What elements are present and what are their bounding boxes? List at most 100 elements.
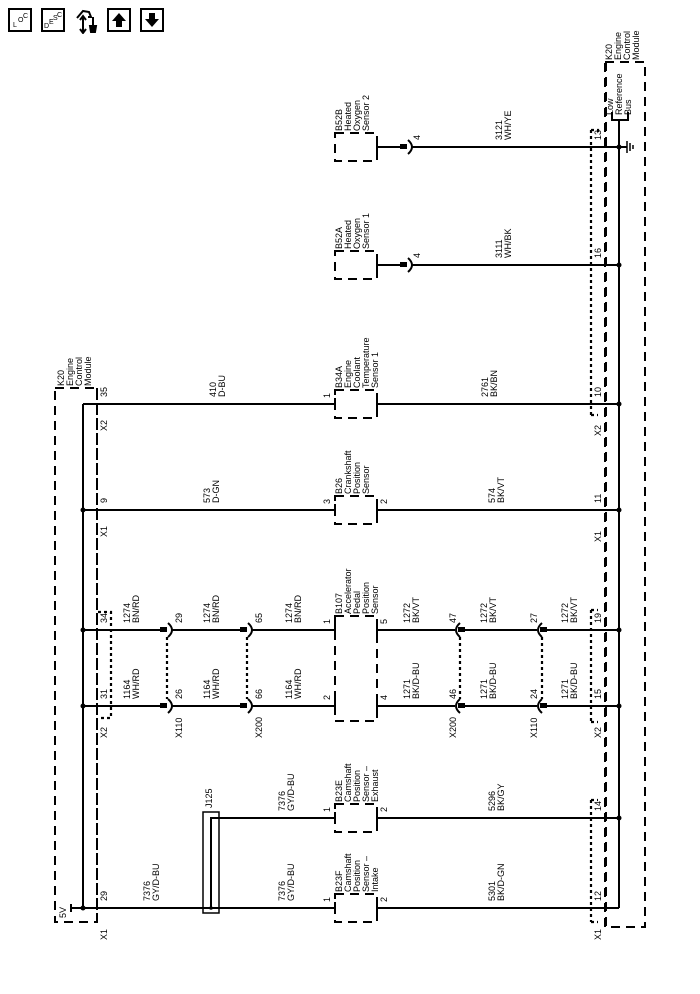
b34a-label-5: Sensor 1 — [370, 352, 380, 388]
wire-color: WH/RD — [293, 668, 303, 699]
b23e-label-4: Sensor – — [361, 766, 371, 802]
b107-label-3: Pedal — [352, 591, 362, 614]
b52a-label-3: Oxygen — [352, 218, 362, 249]
toolbar: L O C D E S C — [8, 6, 164, 34]
arrow-up-icon — [112, 13, 126, 27]
component-b52a[interactable]: B52A Heated Oxygen Sensor 1 — [334, 213, 378, 280]
loc-icon: L O C — [13, 13, 28, 29]
splice-j125[interactable]: J125 — [202, 788, 220, 914]
component-b34a[interactable]: B34A Engine Coolant Temperature Sensor 1 — [334, 337, 380, 419]
circuit-number: 1272 — [402, 603, 412, 623]
ecm-pin-label: 14 — [593, 801, 603, 811]
location-button[interactable]: L O C — [8, 8, 32, 32]
circuit-1272[interactable]: 5 1272 BK/VT 47 1272 BK/VT 27 1272 BK/VT… — [376, 596, 622, 638]
arrow-down-button[interactable] — [140, 8, 164, 32]
ecm-pin-label: 10 — [593, 387, 603, 397]
ecm-pin-label: 13 — [593, 130, 603, 140]
wire-color: WH/RD — [211, 668, 221, 699]
circuit-number: 7376 — [142, 881, 152, 901]
circuit-3121[interactable]: 4 3121 WH/YE 13 — [376, 110, 622, 155]
left-ecm-label-1: K20 — [56, 370, 66, 386]
supply-5v-label: 5V — [58, 907, 68, 918]
b52b-label-4: Sensor 2 — [361, 95, 371, 131]
wire-color: BK/VT — [496, 476, 506, 503]
circuit-1271[interactable]: 4 1271 BK/D-BU 46 1271 BK/D-BU 24 1271 B… — [376, 662, 622, 738]
component-b23f[interactable]: B23F Camshaft Position Sensor – Intake — [334, 853, 380, 923]
b34a-label-3: Coolant — [352, 356, 362, 388]
circuit-3111[interactable]: 4 3111 WH/BK 16 — [376, 228, 622, 273]
circuit-410[interactable]: 35 X2 410 D-BU 1 — [83, 375, 336, 431]
circuit-7376[interactable]: 29 X1 7376 GY/D-BU 7376 GY/D-BU 7376 GY/… — [80, 773, 336, 940]
left-ecm-label-3: Control — [74, 357, 84, 386]
component-b23e[interactable]: B23E Camshaft Position Sensor – Exhaust — [334, 763, 380, 833]
circuit-5301[interactable]: 2 5301 BK/D-GN 12 X1 — [376, 863, 619, 940]
description-button[interactable]: D E S C — [41, 8, 65, 32]
x110-pin-label: 27 — [529, 613, 539, 623]
b23e-label-5: Exhaust — [370, 769, 380, 802]
wire-color: GY/D-BU — [286, 773, 296, 811]
wire-color: BK/D-BU — [569, 662, 579, 699]
b52b-label-1: B52B — [334, 109, 344, 131]
ecm-connector-label: X2 — [593, 727, 603, 738]
svg-text:S: S — [53, 15, 58, 22]
x200-pin-label: 47 — [448, 613, 458, 623]
circuit-number: 7376 — [277, 791, 287, 811]
wire-color: D-GN — [211, 480, 221, 503]
circuit-5296[interactable]: 2 5296 BK/GY 14 — [376, 783, 622, 824]
right-ecm-module: K20 Engine Control Module Low Reference … — [604, 30, 646, 928]
circuit-number: 1164 — [284, 680, 294, 699]
component-b52b[interactable]: B52B Heated Oxygen Sensor 2 — [334, 95, 378, 162]
circuit-573[interactable]: 9 X1 573 D-GN 3 — [80, 480, 336, 537]
circuit-574[interactable]: 2 574 BK/VT 11 X1 — [376, 476, 622, 542]
ecm-connector-label: X1 — [99, 526, 109, 537]
x200-pin-label: 66 — [254, 689, 264, 699]
ecm-pin-label: 9 — [99, 498, 109, 503]
arrow-down-icon — [145, 13, 159, 27]
b23f-label-5: Intake — [370, 867, 380, 892]
circuit-number: 1164 — [202, 680, 212, 699]
ecm-connector-label: X2 — [99, 727, 109, 738]
b26-label-2: Crankshaft — [343, 450, 353, 494]
circuit-number: 1274 — [284, 603, 294, 623]
circuit-number: 2761 — [480, 377, 490, 397]
circuit-number: 1271 — [402, 679, 412, 699]
component-b107[interactable]: B107 Accelerator Pedal Position Sensor — [334, 568, 380, 722]
wire-color: BN/RD — [211, 594, 221, 623]
ecm-pin-label: 31 — [99, 689, 109, 699]
pin-label: 2 — [379, 807, 389, 812]
circuit-number: 1274 — [122, 603, 132, 623]
pin-label: 2 — [379, 897, 389, 902]
circuit-number: 1271 — [479, 679, 489, 699]
ecm-connector-label: X1 — [593, 929, 603, 940]
x200-pin-label: 65 — [254, 613, 264, 623]
circuit-2761[interactable]: 2761 BK/BN 10 X2 — [376, 370, 622, 436]
pin-label: 1 — [322, 393, 332, 398]
left-ecm-outline — [54, 387, 98, 923]
bus-label-2: Reference — [614, 73, 624, 115]
wire-color: WH/RD — [131, 668, 141, 699]
ecm-connector-label: X2 — [99, 420, 109, 431]
component-b26[interactable]: B26 Crankshaft Position Sensor — [334, 450, 378, 525]
circuit-1164[interactable]: 31 X2 1164 WH/RD 26 1164 WH/RD 66 1164 W… — [80, 668, 336, 738]
connector-help-button[interactable] — [74, 8, 98, 34]
b107-label-1: B107 — [334, 593, 344, 614]
bus-label-3: Bus — [623, 99, 633, 115]
svg-text:E: E — [49, 19, 54, 26]
pin-label: 1 — [322, 807, 332, 812]
b34a-label-2: Engine — [343, 360, 353, 388]
ecm-pin-label: 29 — [99, 891, 109, 901]
circuit-number: 1271 — [560, 679, 570, 699]
x200-label-left: X200 — [254, 717, 264, 738]
svg-text:C: C — [57, 12, 62, 19]
arrow-up-button[interactable] — [107, 8, 131, 32]
circuit-number: 573 — [202, 488, 212, 503]
circuit-number: 5301 — [487, 881, 497, 901]
wire-color: BK/VT — [488, 596, 498, 623]
circuit-number: 7376 — [277, 881, 287, 901]
circuit-1274[interactable]: 34 1274 BN/RD 29 1274 BN/RD 65 1274 BN/R… — [80, 594, 336, 638]
bus-label-1: Low — [605, 98, 615, 115]
wire-color: GY/D-BU — [286, 863, 296, 901]
b107-label-2: Accelerator — [343, 568, 353, 614]
svg-text:D: D — [44, 23, 49, 30]
